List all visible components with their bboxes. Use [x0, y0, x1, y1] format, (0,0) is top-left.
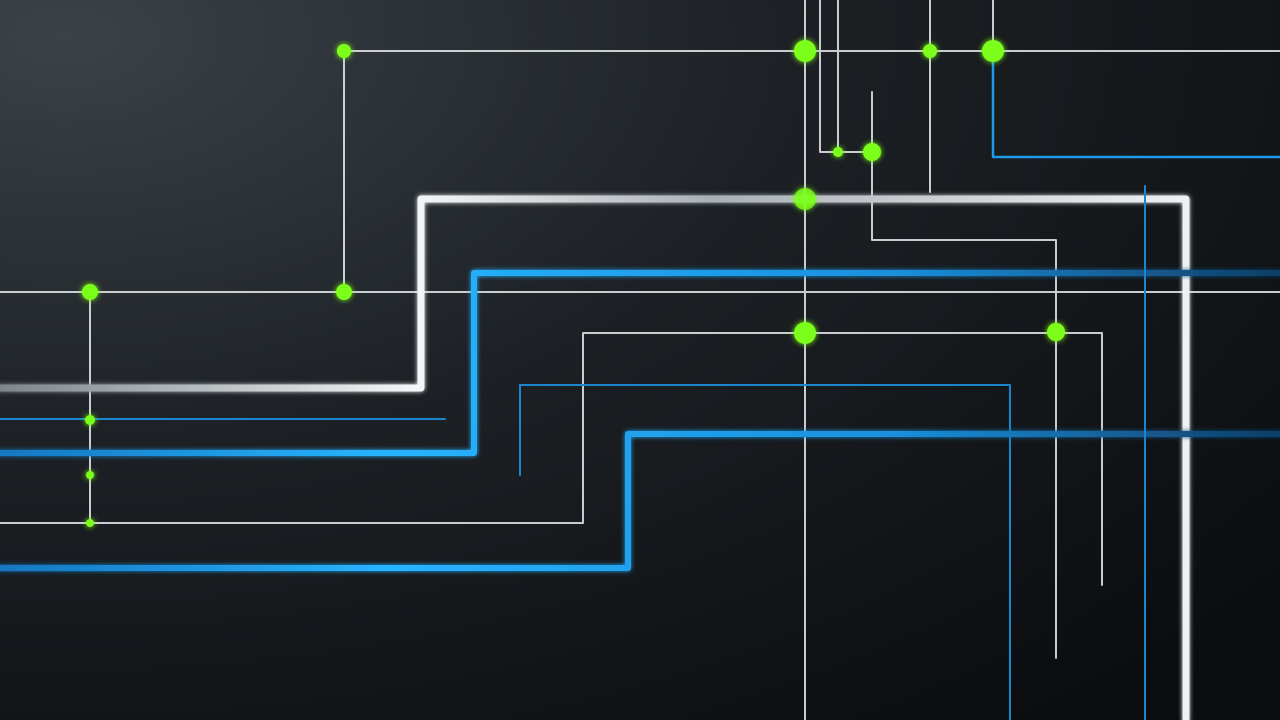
node-805-199 [794, 188, 816, 210]
blue-trace-step-520 [519, 384, 1011, 720]
node-993-51 [982, 40, 1004, 62]
node-344-51 [337, 44, 351, 58]
node-344-292 [336, 284, 352, 300]
trace-step-583 [0, 332, 1103, 586]
node-872-152 [863, 143, 881, 161]
node-805-51 [794, 40, 816, 62]
metal-trace-main [0, 195, 1190, 720]
green-nodes [82, 40, 1065, 527]
node-1056-332 [1047, 323, 1065, 341]
node-805-333 [794, 322, 816, 344]
node-838-152 [833, 147, 843, 157]
blue-traces [0, 49, 1280, 720]
blue-trace-thick-upper [0, 270, 1280, 456]
node-90-420 [85, 415, 95, 425]
blue-trace-top-right [991, 49, 1280, 159]
node-930-51 [923, 44, 937, 58]
node-90-523 [86, 519, 94, 527]
node-90-292 [82, 284, 98, 300]
node-90-475 [86, 471, 94, 479]
blue-trace-thick-lower [0, 431, 1280, 571]
trace-top-branch-a [819, 0, 873, 153]
